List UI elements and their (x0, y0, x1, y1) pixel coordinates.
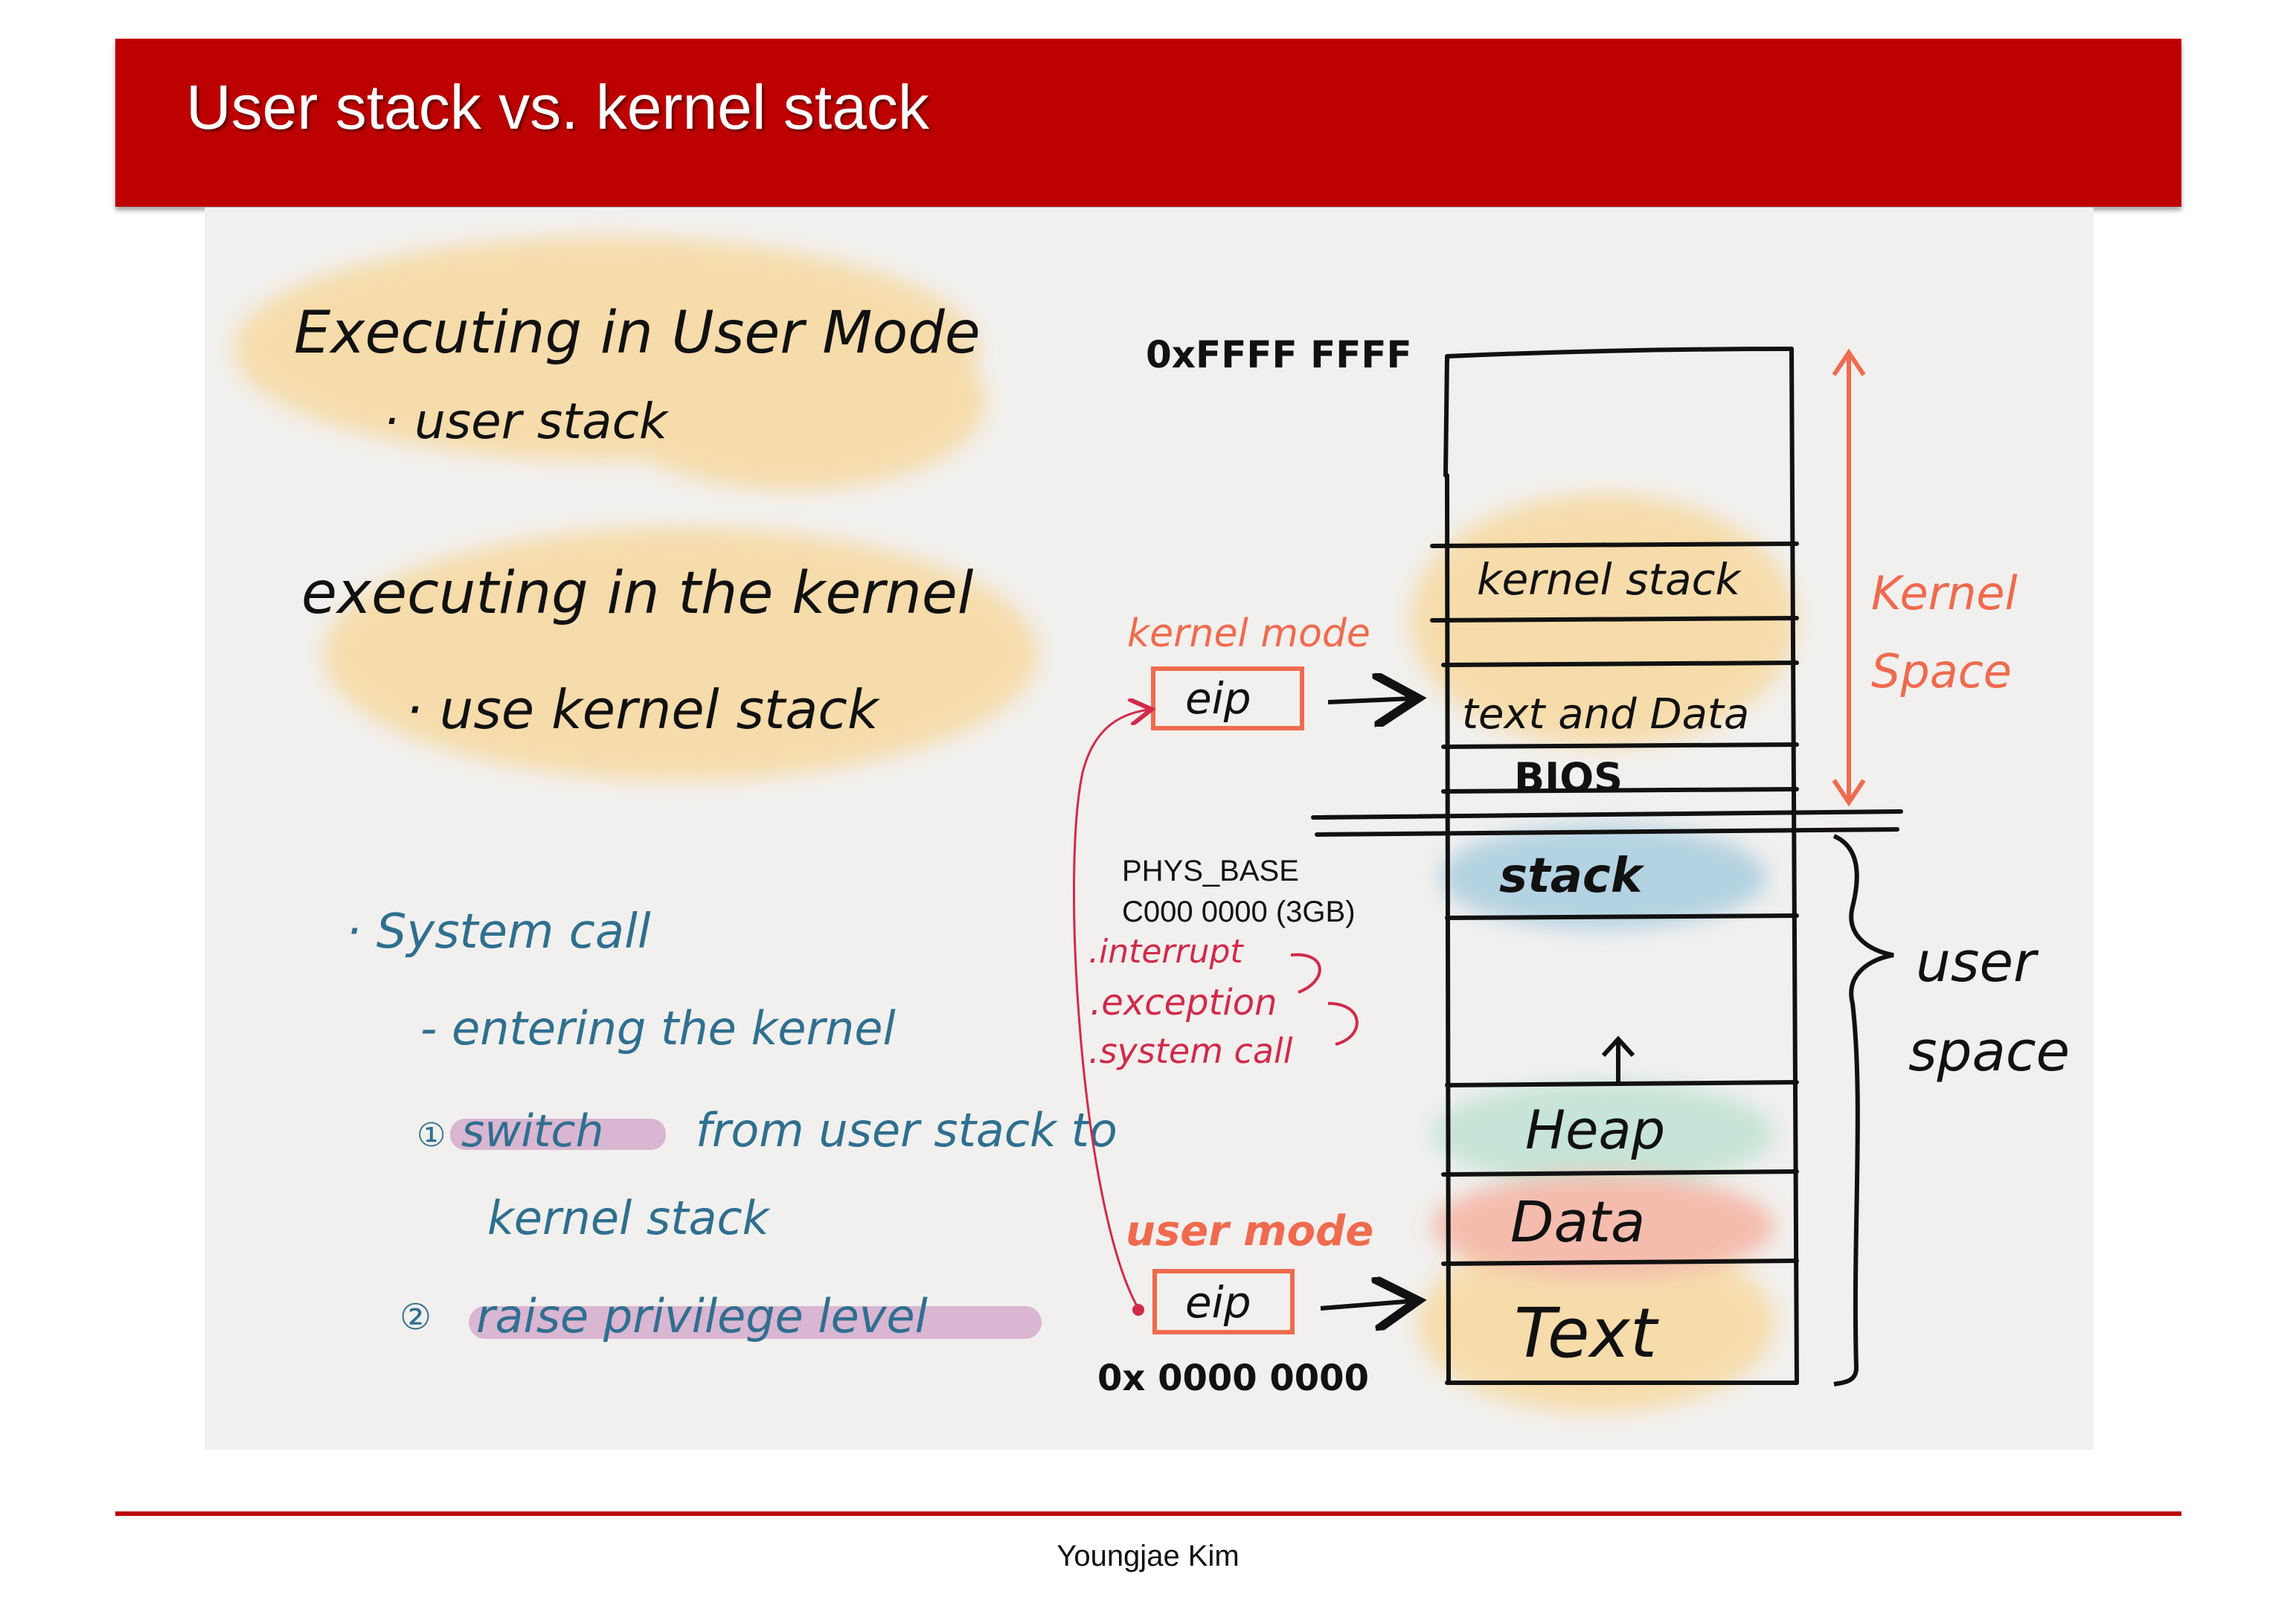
user-mode-heading: Executing in User Mode (294, 300, 981, 367)
heap-growth-arrow (1601, 1035, 1635, 1085)
eip-user-arrow (1320, 1301, 1414, 1308)
memory-column (1311, 347, 1903, 1385)
mode-switch-origin-dot (1132, 1304, 1144, 1316)
user-space-label-line1: user (1916, 931, 2039, 994)
memory-layout-diagram: Executing in User Mode · user stack exec… (234, 237, 2070, 1413)
user-space-label-line2: space (1908, 1020, 2070, 1084)
title-bar: User stack vs. kernel stack (115, 39, 2181, 207)
kernel-heading: executing in the kernel (301, 560, 974, 627)
footer-author: Youngjae Kim (1056, 1540, 1240, 1572)
segment-kernel-stack: kernel stack (1477, 554, 1742, 605)
kernel-space-range-arrow (1832, 348, 1866, 807)
purple-highlights (450, 1119, 1042, 1339)
step2-text: raise privilege level (476, 1289, 928, 1343)
syscall-sub: - entering the kernel (420, 1001, 896, 1055)
step1-rest: from user stack to (696, 1103, 1117, 1157)
kernel-space-label-line1: Kernel (1871, 566, 2018, 620)
step1-highlight: switch (461, 1105, 604, 1157)
trigger-curl-arrows (1290, 953, 1359, 1046)
top-address: 0xFFFF FFFF (1146, 333, 1412, 376)
kernel-space-label-line2: Space (1871, 644, 2012, 698)
footer-rule (115, 1511, 2181, 1516)
step2-number: ② (400, 1296, 432, 1338)
slide-title: User stack vs. kernel stack (186, 72, 929, 142)
mode-switch-arrow (1073, 710, 1149, 1309)
segment-stack: stack (1499, 849, 1645, 904)
segment-bios: BIOS (1514, 754, 1623, 801)
bottom-address: 0x 0000 0000 (1097, 1357, 1369, 1399)
segment-text: Text (1514, 1293, 1659, 1373)
syscall-heading: · System call (346, 904, 651, 960)
segment-data: Data (1510, 1189, 1645, 1255)
trigger-exception: .exception (1090, 982, 1277, 1023)
step1-number: ① (417, 1116, 446, 1154)
eip-user-box (1152, 1269, 1295, 1334)
whiteboard-image: Executing in User Mode · user stack exec… (205, 208, 2094, 1450)
step1-continued: kernel stack (487, 1191, 771, 1245)
user-mode-bullet: · user stack (383, 393, 670, 450)
trigger-system-call: .system call (1088, 1031, 1293, 1071)
user-mode-label: user mode (1126, 1207, 1373, 1256)
user-space-brace (1832, 834, 1894, 1386)
segment-heap: Heap (1525, 1099, 1665, 1161)
segment-text-and-data: text and Data (1462, 690, 1749, 739)
eip-kernel: eip (1185, 673, 1251, 724)
phys-base-value: C000 0000 (3GB) (1122, 896, 1356, 928)
kernel-bullet: · use kernel stack (405, 678, 881, 741)
phys-base-label: PHYS_BASE (1122, 855, 1299, 887)
kernel-mode-label: kernel mode (1127, 611, 1370, 656)
eip-kernel-arrow (1327, 698, 1414, 702)
trigger-interrupt: .interrupt (1088, 933, 1244, 971)
eip-user: eip (1185, 1277, 1251, 1328)
